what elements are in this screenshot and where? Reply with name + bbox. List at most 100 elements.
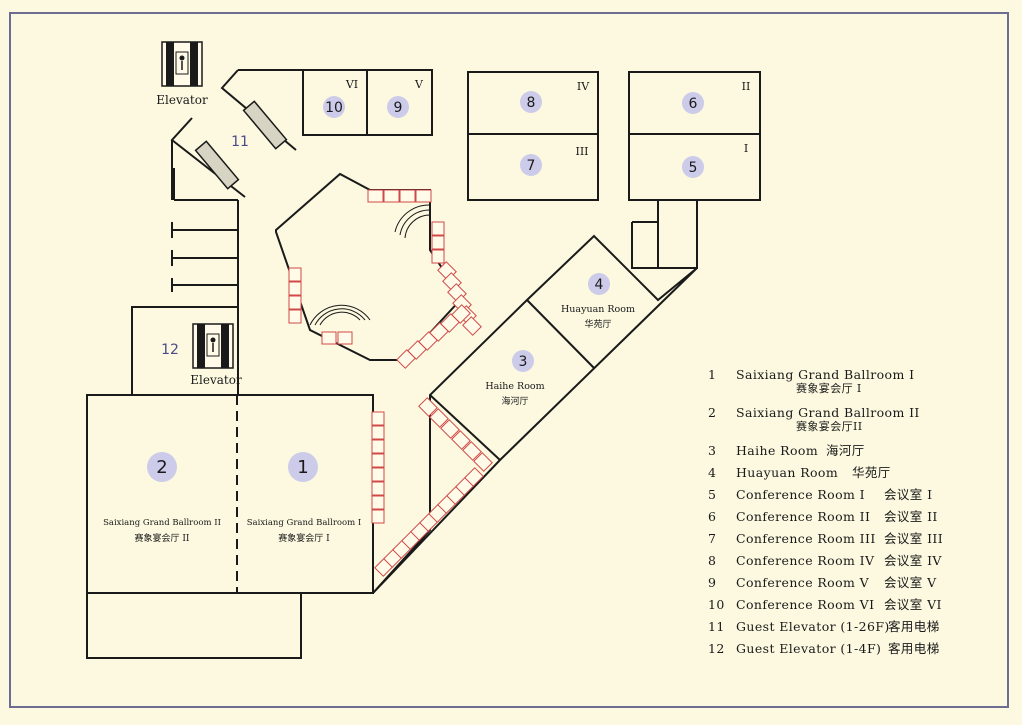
label-ballroom-1-en: Saixiang Grand Ballroom I	[247, 518, 362, 528]
elevator-11-label: Elevator	[156, 93, 208, 107]
seat-marker	[288, 281, 302, 296]
legend-zh: 客用电梯	[888, 641, 940, 656]
room-badge-7: 7	[520, 154, 542, 176]
legend-num: 9	[708, 575, 717, 590]
legend-en: Conference Room VI	[736, 597, 875, 612]
legend-num: 2	[708, 405, 717, 420]
seat-marker	[415, 189, 432, 203]
legend-row-3: 3 Haihe Room 海河厅	[708, 440, 998, 462]
legend-row-2: 2 Saixiang Grand Ballroom II	[708, 402, 998, 424]
room-badge-6: 6	[682, 92, 704, 114]
legend-en: Conference Room IV	[736, 553, 875, 568]
svg-text:7: 7	[527, 158, 536, 174]
legend-zh: 会议室 VI	[884, 597, 942, 612]
ballroom-block	[86, 394, 374, 594]
legend-zh: 赛象宴会厅 I	[796, 382, 862, 395]
elevator-11-icon	[161, 41, 203, 87]
legend-num: 11	[708, 619, 725, 634]
seat-marker	[371, 425, 385, 440]
legend-en: Haihe Room	[736, 443, 819, 458]
seat-marker	[288, 309, 302, 324]
label-haihe-en: Haihe Room	[485, 381, 544, 392]
legend-row-10: 10 Conference Room VI 会议室 VI	[708, 594, 998, 616]
seat-marker	[462, 441, 482, 461]
roman-7: III	[575, 145, 588, 158]
legend-zh: 会议室 IV	[884, 553, 942, 568]
legend-row-11: 11 Guest Elevator (1-26F) 客用电梯	[708, 616, 998, 638]
legend-zh: 会议室 III	[884, 531, 944, 546]
legend-zh: 海河厅	[826, 443, 865, 458]
seat-marker	[371, 439, 385, 454]
elevator-lobby	[131, 306, 239, 395]
legend-num: 7	[708, 531, 717, 546]
legend-row-2-zh: 赛象宴会厅II	[708, 420, 998, 434]
legend-en: Conference Room I	[736, 487, 865, 502]
seat-marker	[371, 467, 385, 482]
legend-num: 6	[708, 509, 717, 524]
seat-marker	[371, 411, 385, 426]
legend-num: 5	[708, 487, 717, 502]
legend-row-1: 1 Saixiang Grand Ballroom I	[708, 364, 998, 386]
room-badge-4: 4	[588, 273, 610, 295]
room-badge-3: 3	[512, 350, 534, 372]
legend-en: Saixiang Grand Ballroom I	[736, 367, 915, 382]
seat-marker	[462, 316, 482, 336]
seat-marker	[451, 430, 471, 450]
seat-marker	[288, 267, 302, 282]
label-ballroom-1-zh: 赛象宴会厅 I	[278, 532, 330, 544]
label-haihe-zh: 海河厅	[501, 395, 528, 407]
legend-row-9: 9 Conference Room V 会议室 V	[708, 572, 998, 594]
seat-marker	[431, 235, 445, 250]
legend-row-1-zh: 赛象宴会厅 I	[708, 382, 998, 396]
stair-hatch	[194, 100, 288, 190]
roman-10: VI	[345, 78, 358, 91]
legend-row-4: 4 Huayuan Room 华苑厅	[708, 462, 998, 484]
seat-marker	[367, 189, 384, 203]
legend-zh: 华苑厅	[852, 465, 891, 480]
legend-en: Conference Room II	[736, 509, 871, 524]
svg-text:12: 12	[161, 342, 179, 358]
label-ballroom-2-zh: 赛象宴会厅 II	[135, 532, 190, 544]
room-badge-11: 11	[231, 134, 249, 150]
spiral-stairs	[309, 204, 431, 326]
label-ballroom-2-en: Saixiang Grand Ballroom II	[103, 518, 221, 528]
seat-marker	[371, 495, 385, 510]
legend-en: Conference Room V	[736, 575, 870, 590]
room-badge-10: 10	[323, 96, 345, 118]
seat-marker	[431, 221, 445, 236]
legend-zh: 会议室 V	[884, 575, 937, 590]
seat-markers	[288, 189, 493, 577]
svg-text:6: 6	[689, 96, 698, 112]
wall-haihe-huayuan	[526, 299, 595, 369]
svg-text:2: 2	[156, 457, 167, 478]
room-badge-12: 12	[161, 342, 179, 358]
seat-marker	[383, 189, 400, 203]
room-7	[467, 133, 599, 201]
seat-marker	[473, 452, 493, 472]
legend: 1 Saixiang Grand Ballroom I 赛象宴会厅 I 2 Sa…	[708, 364, 998, 660]
room-badge-2: 2	[147, 452, 177, 482]
lower-annex	[86, 592, 302, 659]
legend-num: 4	[708, 465, 717, 480]
seat-marker	[371, 453, 385, 468]
room-badge-5: 5	[682, 156, 704, 178]
seat-marker	[321, 331, 337, 345]
diagonal-wing	[372, 234, 698, 594]
room-badge-9: 9	[387, 96, 409, 118]
legend-zh: 会议室 II	[884, 509, 938, 524]
legend-zh: 赛象宴会厅II	[796, 420, 863, 433]
legend-num: 1	[708, 367, 717, 382]
roman-8: IV	[577, 80, 590, 93]
seat-marker	[288, 295, 302, 310]
room-badge-8: 8	[520, 91, 542, 113]
roman-6: II	[742, 80, 751, 93]
legend-num: 12	[708, 641, 725, 656]
legend-num: 3	[708, 443, 717, 458]
walls	[86, 69, 761, 659]
room-9	[366, 69, 433, 136]
seat-marker	[418, 397, 438, 417]
legend-num: 10	[708, 597, 725, 612]
elevator-12-label: Elevator	[190, 373, 242, 387]
legend-row-5: 5 Conference Room I 会议室 I	[708, 484, 998, 506]
